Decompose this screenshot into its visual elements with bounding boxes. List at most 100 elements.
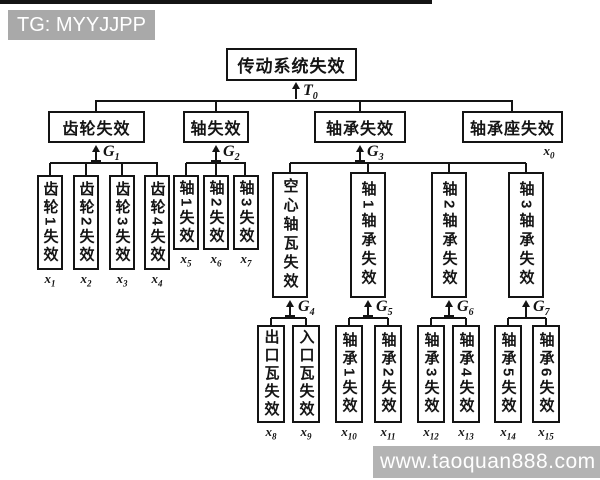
node-bearing4-label: 轴承4失效 (457, 332, 475, 416)
node-bearing3-label: 轴承3失效 (422, 332, 440, 416)
node-gear3-label: 齿轮3失效 (113, 180, 131, 265)
gate-g4-sub: 4 (309, 307, 315, 319)
node-gear2-failure: 齿轮2失效 (73, 175, 99, 270)
connector-line (121, 163, 123, 175)
gate-g3-icon (355, 145, 365, 162)
tg-badge: TG: MYYJJPP (8, 10, 155, 40)
node-bearing2-failure: 轴承2失效 (374, 325, 402, 423)
root-event-base: T (303, 82, 313, 99)
node-root-label: 传动系统失效 (237, 57, 346, 76)
connector-line (270, 318, 272, 325)
connector-line (95, 100, 97, 111)
connector-line (349, 317, 388, 319)
node-bearing4-failure: 轴承4失效 (452, 325, 480, 423)
event-label-x0: x0 (534, 144, 564, 161)
event-label-x12: x12 (416, 425, 446, 442)
connector-line (431, 317, 466, 319)
gate-g5-sub: 5 (387, 307, 393, 319)
event-x13-sub: 13 (464, 431, 474, 442)
gate-g7-label: G7 (533, 299, 550, 318)
connector-line (448, 163, 450, 172)
gate-g7-sub: 7 (544, 307, 550, 319)
connector-line (465, 318, 467, 325)
node-bearing6-failure: 轴承6失效 (532, 325, 560, 423)
node-bearing-seat-failure-label: 轴承座失效 (469, 121, 555, 138)
node-outlet-bushing-failure: 出口瓦失效 (257, 325, 285, 423)
node-bearing2-label: 轴承2失效 (379, 332, 397, 416)
event-x4-base: x (151, 271, 159, 286)
event-label-x5: x5 (171, 252, 201, 269)
event-x8-sub: 8 (272, 431, 277, 442)
connector-line (271, 317, 306, 319)
event-x1-base: x (44, 271, 52, 286)
event-x8-base: x (265, 424, 273, 439)
event-x10-base: x (341, 424, 348, 439)
gate-g1-label: G1 (103, 144, 120, 163)
gate-g5-label: G5 (376, 299, 393, 318)
node-bearing5-failure: 轴承5失效 (494, 325, 522, 423)
event-x11-sub: 11 (386, 431, 396, 442)
gate-g6-sub: 6 (468, 307, 474, 319)
connector-line (348, 318, 350, 325)
node-hollow-bushing-failure: 空心轴瓦失效 (272, 172, 308, 298)
event-x1-sub: 1 (51, 278, 56, 289)
event-x9-base: x (300, 424, 308, 439)
node-bearing6-label: 轴承6失效 (537, 332, 555, 416)
event-label-x7: x7 (231, 252, 261, 269)
node-shaft3-failure: 轴3失效 (233, 175, 259, 250)
top-border-line (0, 0, 432, 4)
connector-line (185, 163, 187, 175)
event-label-x11: x11 (373, 425, 403, 442)
event-x7-base: x (240, 251, 248, 266)
event-label-x8: x8 (256, 425, 286, 442)
event-x2-sub: 2 (87, 278, 92, 289)
connector-line (387, 318, 389, 325)
arrow-up-icon (291, 82, 301, 99)
node-gear2-label: 齿轮2失效 (77, 180, 95, 265)
node-bearing-failure: 轴承失效 (314, 111, 406, 143)
event-label-x3: x3 (107, 272, 137, 289)
event-x12-sub: 12 (429, 431, 439, 442)
node-shaft3-bearing-failure: 轴3轴承失效 (508, 172, 544, 298)
node-gear1-failure: 齿轮1失效 (37, 175, 63, 270)
event-label-x10: x10 (334, 425, 364, 442)
node-shaft1-bearing-label: 轴1轴承失效 (359, 181, 377, 289)
node-gear-failure-label: 齿轮失效 (62, 121, 131, 138)
event-x6-base: x (210, 251, 218, 266)
node-shaft1-label: 轴1失效 (177, 179, 195, 246)
gate-g1-base: G (103, 143, 115, 160)
gate-g6-icon (444, 300, 454, 317)
event-label-x4: x4 (142, 272, 172, 289)
gate-g2-base: G (223, 143, 235, 160)
node-gear3-failure: 齿轮3失效 (109, 175, 135, 270)
connector-line (290, 162, 526, 164)
connector-line (359, 100, 361, 111)
node-bearing1-failure: 轴承1失效 (335, 325, 363, 423)
node-shaft3-label: 轴3失效 (237, 179, 255, 246)
event-x2-base: x (80, 271, 88, 286)
event-label-x2: x2 (71, 272, 101, 289)
node-inlet-bushing-failure: 入口瓦失效 (292, 325, 320, 423)
connector-line (305, 318, 307, 325)
node-shaft2-label: 轴2失效 (207, 179, 225, 246)
connector-line (430, 318, 432, 325)
event-x6-sub: 6 (217, 258, 222, 269)
connector-line (85, 163, 87, 175)
connector-line (215, 163, 217, 175)
connector-line (49, 163, 51, 175)
connector-line (156, 163, 158, 175)
connector-line (508, 317, 546, 319)
connector-line (96, 100, 513, 102)
root-event-label: T0 (303, 83, 318, 102)
connector-line (545, 318, 547, 325)
event-x15-sub: 15 (544, 431, 554, 442)
node-gear4-label: 齿轮4失效 (148, 180, 166, 265)
gate-g6-label: G6 (457, 299, 474, 318)
event-x0-sub: 0 (550, 150, 555, 161)
node-shaft-failure-label: 轴失效 (190, 121, 242, 138)
gate-g3-sub: 3 (378, 152, 384, 164)
event-x3-sub: 3 (123, 278, 128, 289)
event-label-x13: x13 (451, 425, 481, 442)
gate-g4-base: G (298, 298, 310, 315)
node-hollow-bushing-label: 空心轴瓦失效 (281, 178, 299, 292)
